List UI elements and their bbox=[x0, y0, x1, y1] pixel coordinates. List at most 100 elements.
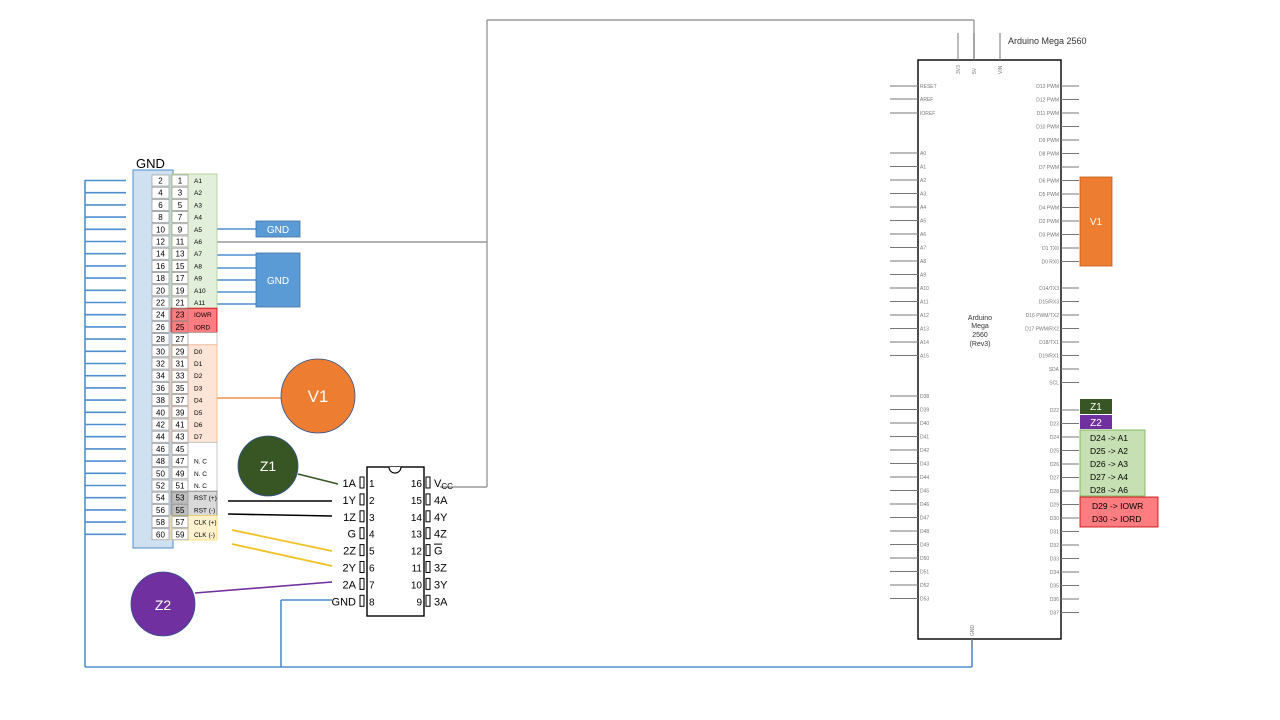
ic-right-pin-number: 15 bbox=[411, 496, 423, 507]
arduino-right-pin-label: D17 PWM/RX2 bbox=[1025, 327, 1059, 333]
connector-signal-label: D4 bbox=[194, 398, 203, 405]
connector-pin-even-number: 56 bbox=[156, 506, 165, 515]
connector-signal-label: A3 bbox=[194, 202, 202, 209]
connector-pin-even bbox=[151, 479, 170, 492]
connector-pin-odd-number: 17 bbox=[176, 274, 185, 283]
ic-left-pin-label: G bbox=[347, 529, 356, 541]
ic-right-pin bbox=[425, 561, 431, 573]
connector-pin-odd bbox=[171, 357, 189, 370]
ic-left-pin bbox=[359, 544, 365, 557]
v1-mapping-label: V1 bbox=[1090, 217, 1103, 228]
ic-left-pin bbox=[359, 510, 365, 523]
ic-right-pin-label: 3Y bbox=[434, 579, 448, 591]
connector-pin-even-number: 36 bbox=[156, 384, 165, 393]
blue-ground-bus bbox=[84, 179, 973, 668]
connector-pin-even bbox=[151, 345, 170, 358]
arduino-right-pin-label: D11 PWM bbox=[1037, 111, 1059, 117]
connector-pin-even bbox=[151, 235, 170, 248]
connector-pin-even-number: 8 bbox=[158, 213, 163, 222]
arduino-right-pin-label: D18/TX1 bbox=[1039, 340, 1059, 346]
z1-circle-label: Z1 bbox=[260, 458, 277, 474]
connector-pin-odd-number: 43 bbox=[176, 433, 185, 442]
connector-pin-even bbox=[151, 333, 170, 345]
gnd-box-small-label: GND bbox=[267, 225, 289, 236]
arduino-left-pin-label: A5 bbox=[920, 219, 926, 225]
connector-pin-even bbox=[151, 430, 170, 443]
connector-pin-even-number: 42 bbox=[156, 421, 165, 430]
arduino-left-pin-label: A10 bbox=[920, 286, 929, 292]
clk-minus-wire bbox=[231, 543, 333, 567]
ic-left-pin-number: 7 bbox=[369, 580, 375, 591]
connector-pin-odd bbox=[171, 247, 189, 260]
arduino-left-pin-label: A14 bbox=[920, 340, 929, 346]
ic-right-pin bbox=[425, 493, 431, 506]
connector-pin-odd-number: 57 bbox=[176, 518, 185, 527]
connector-signal-label: A4 bbox=[194, 215, 202, 222]
connector-pin-even bbox=[151, 418, 170, 431]
arduino-center-4: (Rev3) bbox=[969, 341, 990, 348]
arduino-left-pin-label: A12 bbox=[920, 313, 929, 319]
connector-pin-odd-number: 31 bbox=[176, 360, 185, 369]
connector-pin-even bbox=[151, 382, 170, 394]
z2-wire bbox=[194, 581, 333, 594]
green-mapping-entry: D26 -> A3 bbox=[1090, 459, 1128, 469]
connector-pin-even-number: 48 bbox=[156, 457, 165, 466]
connector-pin-odd bbox=[171, 296, 189, 309]
connector-pin-even-number: 20 bbox=[156, 286, 165, 295]
ic-left-pin bbox=[359, 476, 365, 489]
arduino-left-pin-label: D44 bbox=[920, 475, 929, 481]
connector-pin-even bbox=[151, 491, 170, 504]
ic-right-pin bbox=[425, 527, 431, 540]
connector-signal-label: A7 bbox=[194, 251, 202, 258]
arduino-right-pin-label: D13 PWM bbox=[1036, 84, 1059, 90]
z2-circle bbox=[130, 571, 196, 637]
connector-pin-even bbox=[151, 406, 170, 419]
connector-signal-label: A8 bbox=[194, 263, 202, 270]
arduino-right-pin-label: D5 PWM bbox=[1039, 192, 1059, 198]
arduino-right-pin-label: D37 bbox=[1050, 611, 1059, 617]
connector-pin-even-number: 34 bbox=[156, 372, 165, 381]
arduino-right-pin-label: D19/RX1 bbox=[1039, 354, 1060, 360]
arduino-right-pin-label: D16 PWM/TX2 bbox=[1026, 313, 1060, 319]
connector-signal-label: N. C bbox=[194, 471, 207, 478]
connector-pin-odd-number: 37 bbox=[176, 396, 185, 405]
connector-pin-odd bbox=[171, 333, 189, 345]
connector-pin-odd bbox=[171, 223, 189, 236]
arduino-left-pin-label: A15 bbox=[920, 354, 929, 360]
connector-pin-even-number: 58 bbox=[156, 518, 165, 527]
arduino-center-1: Arduino bbox=[968, 315, 992, 322]
connector-signal-label: CLK (+) bbox=[194, 520, 217, 527]
connector-pin-even-number: 6 bbox=[158, 201, 163, 210]
arduino-left-pin-label: D41 bbox=[920, 435, 929, 441]
arduino-right-pin-label: D28 bbox=[1050, 489, 1059, 495]
ic-right-pin-label: 3A bbox=[434, 596, 448, 608]
z2-circle-label: Z2 bbox=[155, 597, 172, 613]
arduino-left-pin-label: A8 bbox=[920, 259, 926, 265]
ic-right-pin-label: G bbox=[434, 546, 443, 558]
connector-pin-even-number: 4 bbox=[158, 189, 163, 198]
ic-left-pin-label: GND bbox=[332, 596, 357, 608]
arduino-right-pin-label: D29 bbox=[1050, 503, 1059, 509]
connector-pin-odd bbox=[171, 479, 189, 492]
ic-right-pin-number: 12 bbox=[411, 547, 423, 558]
arduino-right-pin-label: D23 bbox=[1050, 422, 1059, 428]
connector-pin-even bbox=[151, 308, 170, 321]
arduino-right-pin-label: D15/RX3 bbox=[1039, 300, 1060, 306]
arduino-left-pin-label: D42 bbox=[920, 448, 929, 454]
connector-signal-label: RST (-) bbox=[194, 507, 215, 514]
connector-pin-even-number: 32 bbox=[156, 360, 165, 369]
ic-right-pin-label: 4Z bbox=[434, 529, 447, 541]
connector-pin-odd-number: 29 bbox=[176, 347, 185, 356]
connector-signal-label: A11 bbox=[194, 300, 205, 307]
arduino-left-pin-label: D49 bbox=[920, 543, 929, 549]
connector-pin-odd-number: 15 bbox=[176, 262, 185, 271]
connector-pin-even-number: 40 bbox=[156, 408, 165, 417]
arduino-left-pin-label: D38 bbox=[920, 394, 929, 400]
connector-pin-even-number: 12 bbox=[156, 238, 165, 247]
connector-pin-odd bbox=[171, 345, 189, 358]
ic-left-pin-number: 4 bbox=[369, 530, 375, 541]
arduino-left-pin-label: D52 bbox=[920, 583, 929, 589]
connector-pin-even bbox=[151, 467, 170, 480]
connector-pin-even bbox=[151, 443, 170, 455]
